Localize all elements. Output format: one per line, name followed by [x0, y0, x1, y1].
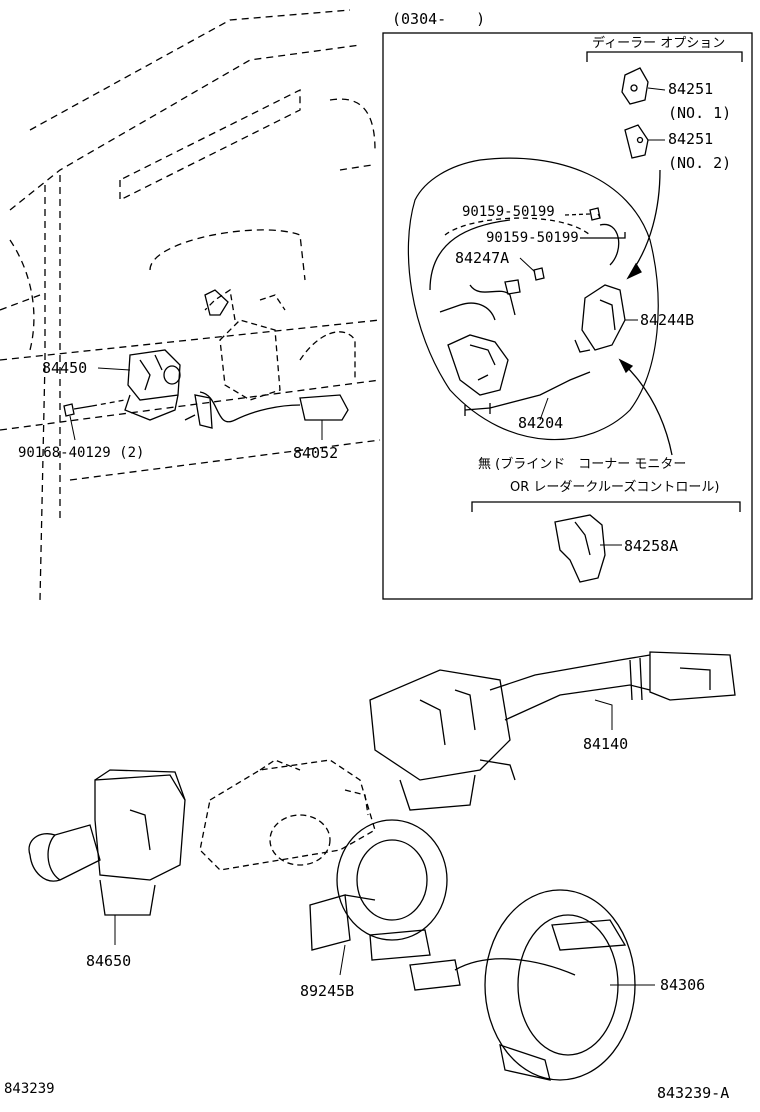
part-84650[interactable]: 84650 [86, 952, 132, 970]
diagram-code-right: 843239-A [657, 1084, 730, 1102]
clock-spring-84306 [409, 889, 636, 1081]
part-no1-note: (NO. 1) [668, 104, 732, 122]
part-90159-b[interactable]: 90159-50199 [486, 230, 579, 246]
switch-assy-84450 [124, 349, 181, 421]
column-bracket-dashed [199, 759, 376, 871]
date-range-label: (0304- ) [392, 10, 486, 28]
no-blind-corner-label: 無 (ブラインド コーナー モニター [478, 457, 687, 472]
pad-switch-84244B [574, 284, 626, 353]
inset-frame [382, 32, 753, 600]
wire-84204 [464, 371, 591, 416]
arrow-no2 [632, 169, 661, 271]
bracket-84251-no1 [621, 67, 649, 105]
part-84244B[interactable]: 84244B [640, 311, 695, 329]
dealer-option-label: ディーラー オプション [592, 36, 726, 51]
part-84052[interactable]: 84052 [293, 444, 339, 462]
part-84251-no1[interactable]: 84251 [668, 80, 714, 98]
no-option-bracket [471, 501, 741, 512]
wire-harness-84052 [184, 391, 349, 429]
part-84140[interactable]: 84140 [583, 735, 629, 753]
switch-84140 [369, 651, 736, 811]
part-89245B[interactable]: 89245B [300, 982, 355, 1000]
spiral-cable-89245B [309, 819, 448, 961]
diagram-code-left: 843239 [4, 1081, 55, 1097]
bolt-guide-line [91, 399, 126, 407]
bracket [204, 289, 229, 316]
cover-84258A [554, 514, 606, 583]
pad-switch-84247A [439, 279, 521, 396]
arrow-84244B [624, 364, 673, 456]
part-84204[interactable]: 84204 [518, 414, 564, 432]
arrow-head-84244B [618, 358, 634, 374]
part-90159-a[interactable]: 90159-50199 [462, 204, 555, 220]
switch-84650 [28, 769, 186, 916]
bracket-84251-no2 [624, 124, 649, 159]
column-cover [204, 288, 356, 401]
arrow-head-no2 [626, 262, 642, 280]
leader-90159-b [580, 232, 626, 239]
part-84306[interactable]: 84306 [660, 976, 706, 994]
steering-wheel [407, 157, 659, 441]
part-84450[interactable]: 84450 [42, 359, 88, 377]
part-no2-note: (NO. 2) [668, 154, 732, 172]
part-90168[interactable]: 90168-40129 (2) [18, 445, 145, 461]
dealer-option-bracket [586, 51, 743, 62]
dashboard-outline [0, 9, 381, 601]
screw-guide [564, 213, 591, 216]
bolt-90168 [63, 403, 93, 417]
part-84258A[interactable]: 84258A [624, 537, 679, 555]
leader-lines [69, 87, 666, 986]
part-84247A[interactable]: 84247A [455, 249, 510, 267]
part-84251-no2[interactable]: 84251 [668, 130, 714, 148]
radar-cruise-label: OR レーダークルーズコントロール) [510, 480, 720, 495]
